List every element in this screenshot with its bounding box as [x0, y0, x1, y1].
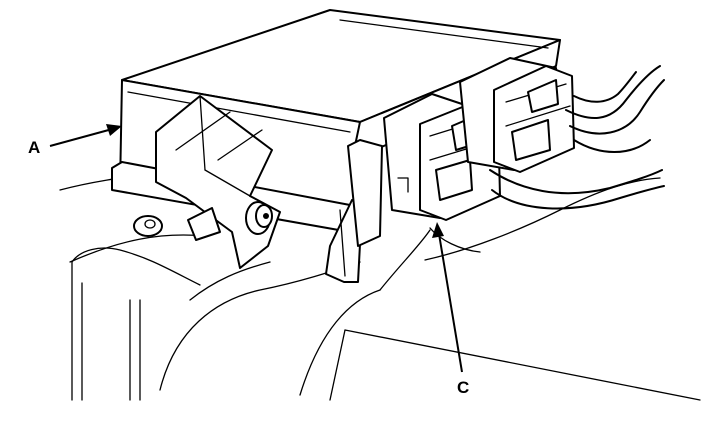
mounting-bracket: [133, 95, 281, 269]
leader-arrow-c: [432, 222, 463, 373]
callout-label-a: A: [28, 138, 41, 157]
harness-wire: [489, 65, 665, 210]
bolt-icon: [245, 201, 273, 235]
callout-label-c: C: [457, 378, 470, 397]
connector-rear: [459, 57, 575, 173]
leader-arrow-a: [49, 124, 122, 147]
side-clip: [325, 139, 383, 283]
